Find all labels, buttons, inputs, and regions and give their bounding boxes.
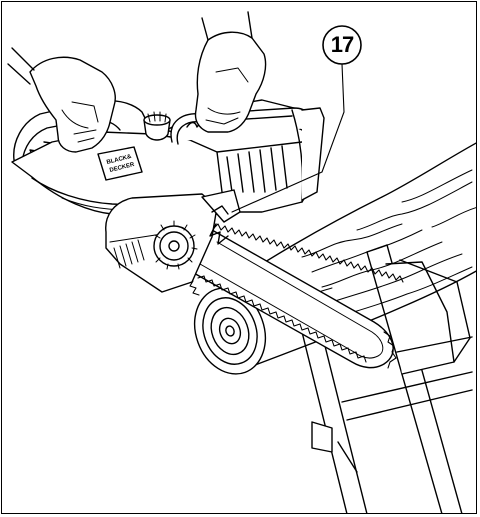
log — [193, 142, 476, 375]
callout-number-17: 17 — [330, 32, 354, 57]
guide-bar — [186, 223, 404, 369]
callout-17 — [231, 25, 362, 213]
chainsaw-body — [11, 99, 325, 293]
sawhorse — [301, 244, 473, 513]
operator-hands — [7, 11, 267, 153]
